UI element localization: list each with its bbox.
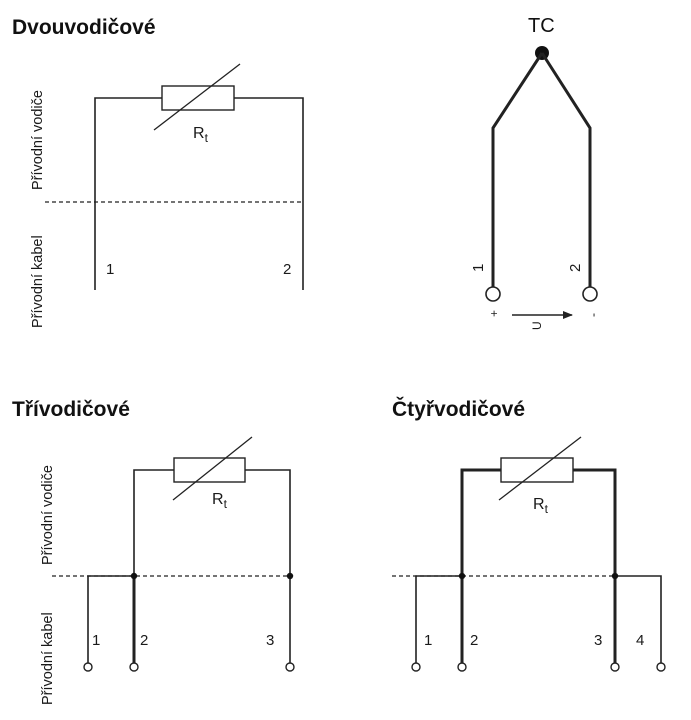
four-wire-junction-right bbox=[611, 572, 619, 580]
thermocouple-plus-sign: + bbox=[487, 310, 501, 317]
four-wire-terminal-2 bbox=[457, 662, 467, 672]
four-wire-title: Čtyřvodičové bbox=[392, 397, 525, 421]
four-wire-terminal-2-label: 2 bbox=[470, 632, 478, 649]
two-wire-title: Dvouvodičové bbox=[12, 16, 156, 39]
three-wire-side-label-leads: Přívodní vodiče bbox=[40, 465, 56, 565]
four-wire-lead-left bbox=[460, 468, 501, 576]
two-wire-resistor bbox=[161, 85, 235, 111]
two-wire-terminal-1-label: 1 bbox=[106, 261, 114, 278]
thermocouple-terminal-positive bbox=[485, 286, 501, 302]
thermocouple-wire-positive bbox=[491, 52, 544, 287]
thermocouple-voltage-label: U bbox=[530, 321, 544, 330]
four-wire-cable-4 bbox=[615, 575, 662, 663]
four-wire-variable-arrow bbox=[498, 436, 582, 501]
three-wire-terminal-2-label: 2 bbox=[140, 632, 148, 649]
thermocouple-terminal-2-label: 2 bbox=[567, 264, 584, 272]
three-wire-terminal-2 bbox=[129, 662, 139, 672]
three-wire-diagram: Třívodičové Přívodní vodiče Přívodní kab… bbox=[12, 398, 295, 705]
four-wire-resistor-label: Rt bbox=[533, 496, 549, 516]
three-wire-lead-right bbox=[245, 469, 291, 576]
thermocouple-wire-negative bbox=[540, 52, 592, 287]
three-wire-resistor bbox=[173, 457, 246, 483]
thermocouple-terminal-negative bbox=[582, 286, 598, 302]
four-wire-junction-left bbox=[458, 572, 466, 580]
three-wire-terminal-3-label: 3 bbox=[266, 632, 274, 649]
three-wire-title: Třívodičové bbox=[12, 398, 130, 421]
three-wire-variable-arrow bbox=[172, 436, 253, 501]
three-wire-junction-right bbox=[286, 572, 294, 580]
four-wire-terminal-1 bbox=[411, 662, 421, 672]
three-wire-lead-left bbox=[133, 469, 174, 576]
four-wire-terminal-4 bbox=[656, 662, 666, 672]
two-wire-side-label-leads: Přívodní vodiče bbox=[30, 90, 46, 190]
two-wire-diagram: Dvouvodičové Přívodní vodiče Přívodní ka… bbox=[12, 16, 304, 328]
three-wire-side-label-cable: Přívodní kabel bbox=[40, 612, 56, 705]
three-wire-resistor-label: Rt bbox=[212, 491, 228, 511]
thermocouple-title: TC bbox=[528, 15, 555, 37]
four-wire-cable-1 bbox=[415, 575, 462, 663]
three-wire-terminal-1 bbox=[83, 662, 93, 672]
three-wire-terminal-3 bbox=[285, 662, 295, 672]
four-wire-lead-right bbox=[573, 468, 617, 576]
two-wire-terminal-2-label: 2 bbox=[283, 261, 291, 278]
four-wire-terminal-3 bbox=[610, 662, 620, 672]
four-wire-terminal-1-label: 1 bbox=[424, 632, 432, 649]
two-wire-lead-1 bbox=[94, 97, 162, 290]
two-wire-variable-arrow bbox=[153, 63, 241, 131]
four-wire-terminal-4-label: 4 bbox=[636, 632, 644, 649]
four-wire-diagram: Čtyřvodičové Rt 1 2 3 4 bbox=[392, 397, 666, 672]
thermocouple-minus-sign: - bbox=[586, 313, 600, 317]
four-wire-resistor bbox=[500, 457, 574, 483]
two-wire-lead-2 bbox=[234, 97, 304, 290]
two-wire-side-label-cable: Přívodní kabel bbox=[30, 235, 46, 328]
three-wire-junction-left bbox=[130, 572, 138, 580]
two-wire-resistor-label: Rt bbox=[193, 125, 209, 145]
thermocouple-diagram: TC 1 2 + - U bbox=[470, 15, 600, 330]
four-wire-terminal-3-label: 3 bbox=[594, 632, 602, 649]
thermocouple-terminal-1-label: 1 bbox=[470, 264, 487, 272]
three-wire-cable-1 bbox=[87, 575, 134, 663]
three-wire-terminal-1-label: 1 bbox=[92, 632, 100, 649]
